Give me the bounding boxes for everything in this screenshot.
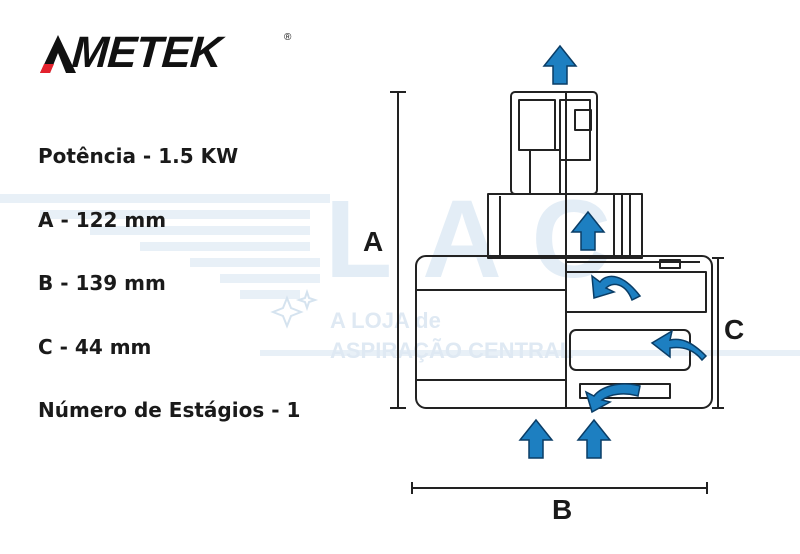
logo-text: METEK: [70, 28, 223, 77]
ametek-logo: METEK ®: [38, 28, 298, 77]
dimension-label-b: B: [552, 494, 573, 525]
dimension-label-a: A: [363, 226, 384, 257]
spec-stages: Número de Estágios - 1: [38, 398, 301, 422]
watermark-lac: LAC: [325, 178, 642, 301]
logo-a-mark-icon: [40, 35, 76, 73]
motor-diagram: [390, 45, 724, 494]
spec-a: A - 122 mm: [38, 208, 167, 232]
spec-power: Potência - 1.5 KW: [38, 144, 239, 168]
watermark-line1: A LOJA de: [330, 308, 441, 333]
logo-registered: ®: [284, 32, 292, 43]
watermark-line2: ASPIRAÇÃO CENTRAL: [330, 338, 574, 363]
watermark-stripes: [0, 194, 800, 356]
dimension-label-c: C: [724, 314, 745, 345]
spec-b: B - 139 mm: [38, 271, 166, 295]
spec-c: C - 44 mm: [38, 335, 152, 359]
